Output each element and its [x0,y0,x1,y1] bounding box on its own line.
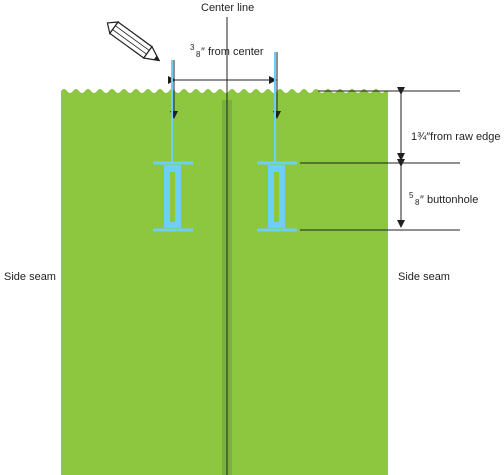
side-seam-left-label: Side seam [4,271,56,283]
right-buttonhole [257,161,297,232]
buttonhole-text: ″ buttonhole [420,194,479,206]
side-seam-right-label: Side seam [398,271,450,283]
center-line-label: Center line [201,2,255,14]
buttonhole-numerator: 5 [409,191,414,200]
raw-edge-label: 1¾″from raw edge [411,131,501,143]
buttonhole-denominator: 8 [415,198,420,207]
from-center-numerator: 3 [190,43,195,52]
from-center-text: ″ from center [201,46,264,58]
from-center-denominator: 8 [196,50,201,59]
left-buttonhole [153,161,193,232]
pencil-icon [106,21,161,62]
